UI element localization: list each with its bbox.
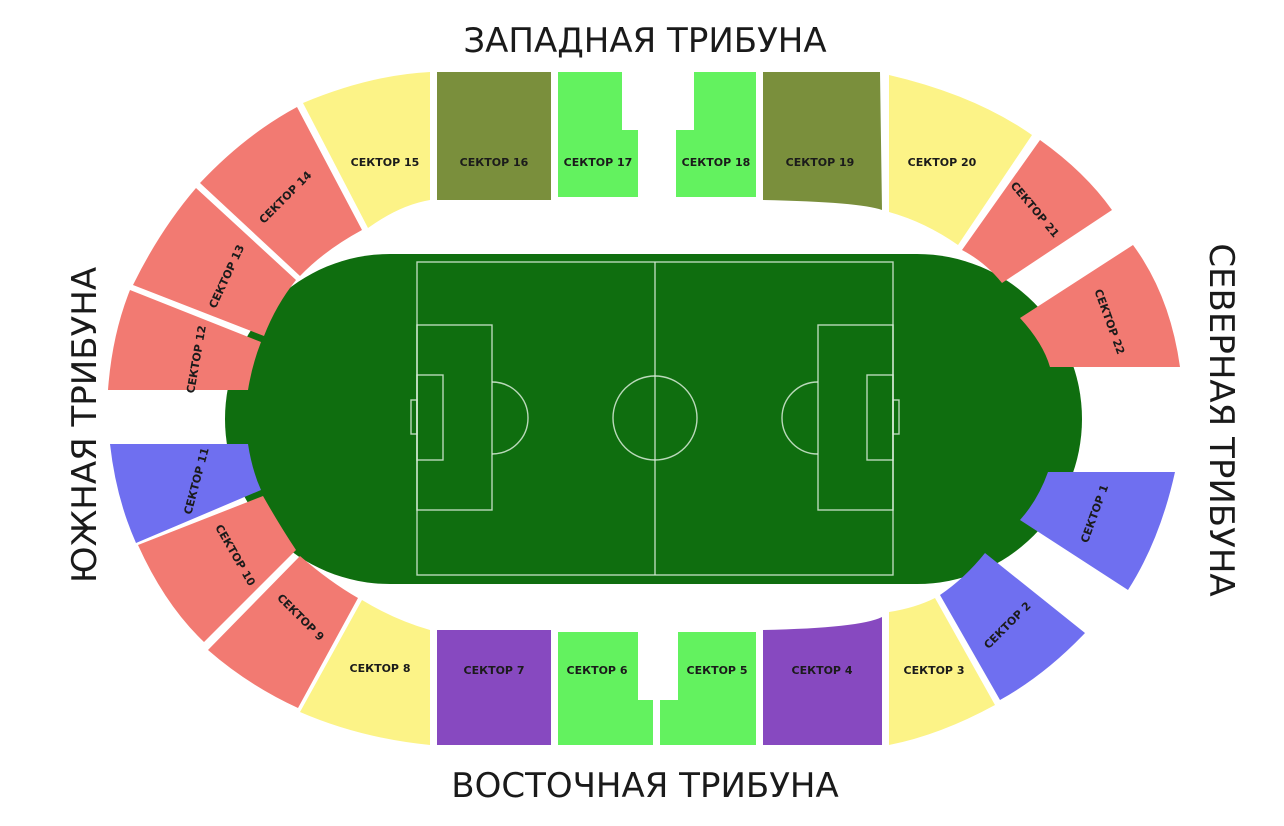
sector-16[interactable]: СЕКТОР 16 [437,72,551,200]
sector-7-label: СЕКТОР 7 [464,664,525,677]
sector-12[interactable]: СЕКТОР 12 [108,290,261,394]
sector-4-label: СЕКТОР 4 [792,664,853,677]
sector-10[interactable]: СЕКТОР 10 [138,496,296,642]
sector-8-label: СЕКТОР 8 [350,662,411,675]
south-stand-title: ЮЖНАЯ ТРИБУНА [65,267,105,583]
sector-6-label: СЕКТОР 6 [567,664,628,677]
sector-5-label: СЕКТОР 5 [687,664,748,677]
sector-3[interactable]: СЕКТОР 3 [889,598,995,745]
sector-22[interactable]: СЕКТОР 22 [1020,245,1180,367]
sector-1[interactable]: СЕКТОР 1 [1020,472,1175,590]
sector-2[interactable]: СЕКТОР 2 [940,553,1085,700]
sector-13[interactable]: СЕКТОР 13 [133,188,296,336]
east-stand-title: ВОСТОЧНАЯ ТРИБУНА [451,766,839,806]
sector-19[interactable]: СЕКТОР 19 [763,72,882,210]
sector-18-label: СЕКТОР 18 [682,156,751,169]
left-penalty-arc [491,381,529,455]
center-circle [612,375,698,461]
sector-18[interactable]: СЕКТОР 18 [676,72,756,197]
left-goal [410,399,418,435]
sector-15-label: СЕКТОР 15 [351,156,420,169]
sector-20[interactable]: СЕКТОР 20 [889,75,1032,245]
sector-4[interactable]: СЕКТОР 4 [763,617,882,745]
sector-20-label: СЕКТОР 20 [908,156,977,169]
sector-11[interactable]: СЕКТОР 11 [110,444,261,543]
pitch-surface [225,254,1082,584]
football-pitch [225,254,1082,584]
sector-7[interactable]: СЕКТОР 7 [437,630,551,745]
west-stand-title: ЗАПАДНАЯ ТРИБУНА [463,21,826,61]
sector-17-label: СЕКТОР 17 [564,156,633,169]
right-penalty-arc [781,381,819,455]
sector-6[interactable]: СЕКТОР 6 [558,632,653,745]
sector-3-label: СЕКТОР 3 [904,664,965,677]
sector-9[interactable]: СЕКТОР 9 [208,556,358,708]
sector-8[interactable]: СЕКТОР 8 [300,600,430,745]
sector-16-label: СЕКТОР 16 [460,156,529,169]
sector-17[interactable]: СЕКТОР 17 [558,72,638,197]
right-goal [892,399,900,435]
sector-14[interactable]: СЕКТОР 14 [200,107,362,276]
sector-15[interactable]: СЕКТОР 15 [303,72,430,228]
sector-21[interactable]: СЕКТОР 21 [962,140,1112,283]
north-stand-title: СЕВЕРНАЯ ТРИБУНА [1201,243,1241,596]
sector-19-label: СЕКТОР 19 [786,156,855,169]
sector-5[interactable]: СЕКТОР 5 [660,632,756,745]
